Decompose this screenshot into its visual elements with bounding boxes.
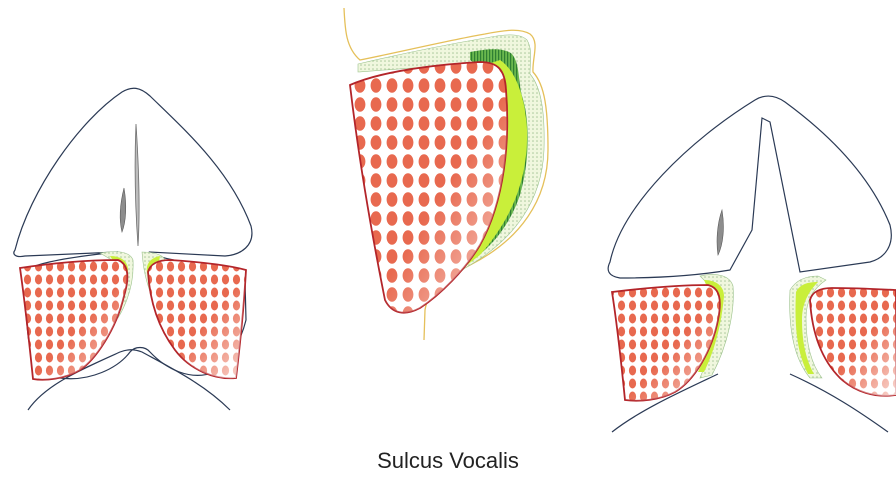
center-thyroarytenoid-muscle-fade bbox=[350, 62, 507, 313]
right-epithelium-outline bbox=[608, 96, 891, 278]
right-larynx-section-figure bbox=[608, 96, 896, 432]
vocal-fold-detail-figure bbox=[344, 8, 548, 340]
right-thyroarytenoid-muscle-left-fade bbox=[612, 285, 720, 401]
diagram-caption: Sulcus Vocalis bbox=[0, 448, 896, 474]
right-thyroarytenoid-muscle-right-fade bbox=[810, 288, 896, 396]
left-larynx-section-figure bbox=[14, 88, 252, 410]
